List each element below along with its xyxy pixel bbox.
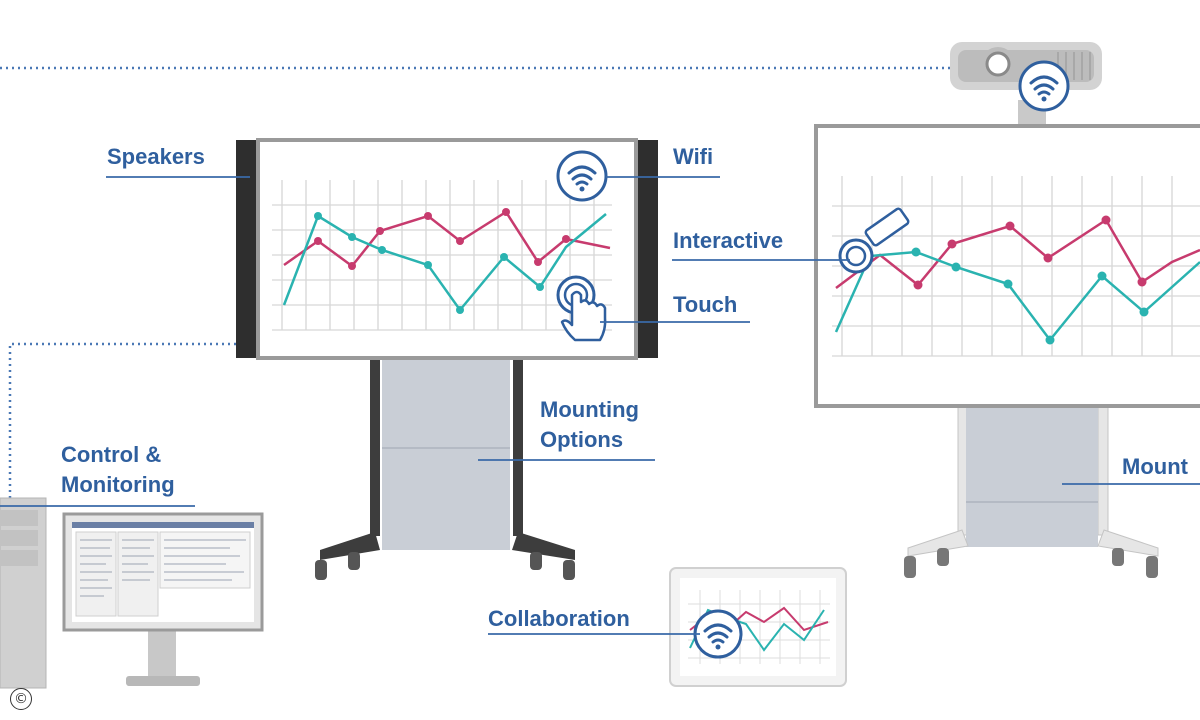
label-collaboration: Collaboration: [488, 606, 630, 631]
label-mounting-options: Mounting Options: [540, 395, 639, 455]
interactive-display-left: [236, 138, 658, 360]
pen-icon: [838, 207, 910, 274]
label-mounting-right: Mount: [1122, 454, 1188, 479]
network-lines: [0, 66, 950, 498]
callout-lines: [0, 176, 1200, 635]
stand-foot-left: [320, 532, 380, 560]
pc-tower: [0, 497, 47, 689]
label-speakers: Speakers: [107, 144, 205, 169]
interactive-display-stand: [315, 356, 575, 580]
stand-panel-right: [966, 407, 1098, 547]
stand-leg-right: [513, 356, 523, 536]
label-mounting-line1: Mounting: [540, 397, 639, 422]
tablet-wifi-icon: [693, 609, 743, 659]
projector-wifi-icon: [1018, 60, 1070, 112]
network-line-left: [8, 342, 240, 498]
stand-leg-left: [370, 356, 380, 536]
monitor: [62, 512, 264, 686]
teal-series: [282, 213, 607, 313]
label-control-line1: Control &: [61, 442, 162, 467]
monitor-app-panel-left: [75, 531, 117, 617]
projector-display: [814, 100, 1200, 408]
stand-panel: [382, 358, 510, 550]
stand-foot-right: [512, 532, 575, 560]
pink-series: [283, 210, 611, 268]
wifi-icon: [556, 150, 608, 202]
label-interactive: Interactive: [673, 228, 784, 253]
display-grid: [272, 180, 612, 331]
label-control-monitoring: Control & Monitoring: [61, 440, 175, 500]
speaker-left: [236, 140, 258, 358]
copyright-mark: ©: [10, 688, 32, 710]
label-wifi: Wifi: [673, 144, 714, 169]
projector-display-stand: [904, 404, 1159, 578]
speaker-right: [636, 140, 658, 358]
label-touch: Touch: [673, 292, 738, 317]
label-mounting-line2: Options: [540, 427, 624, 452]
label-control-line2: Monitoring: [61, 472, 175, 497]
touch-icon: [556, 275, 607, 342]
tablet: [669, 567, 847, 687]
